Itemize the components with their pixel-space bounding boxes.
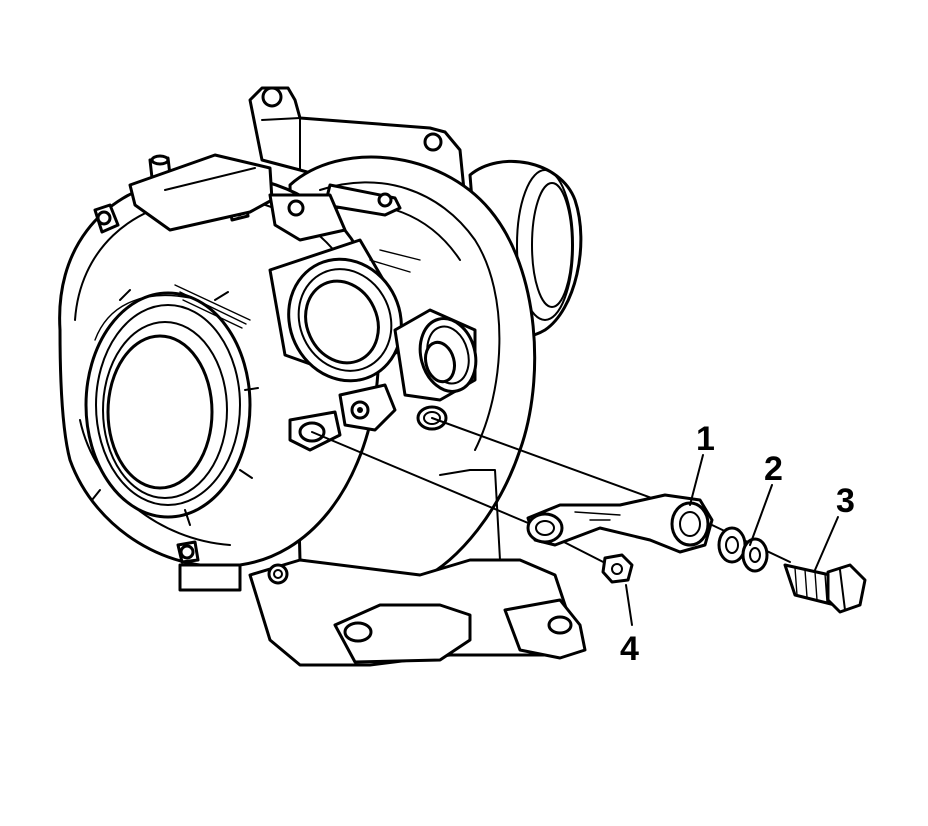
bolt-part <box>783 563 867 614</box>
turbocharger-assembly <box>58 86 587 667</box>
callout-3: 3 <box>814 482 855 571</box>
callout-1: 1 <box>689 420 715 506</box>
nut-part <box>601 553 634 584</box>
callout-3-label: 3 <box>836 482 855 520</box>
callout-4: 4 <box>620 584 639 668</box>
callout-4-label: 4 <box>620 630 639 668</box>
washer-part <box>717 526 769 573</box>
bracket-arm-part <box>526 493 714 554</box>
callout-2: 2 <box>749 450 783 546</box>
callout-1-label: 1 <box>696 420 715 458</box>
callout-2-label: 2 <box>764 450 783 488</box>
